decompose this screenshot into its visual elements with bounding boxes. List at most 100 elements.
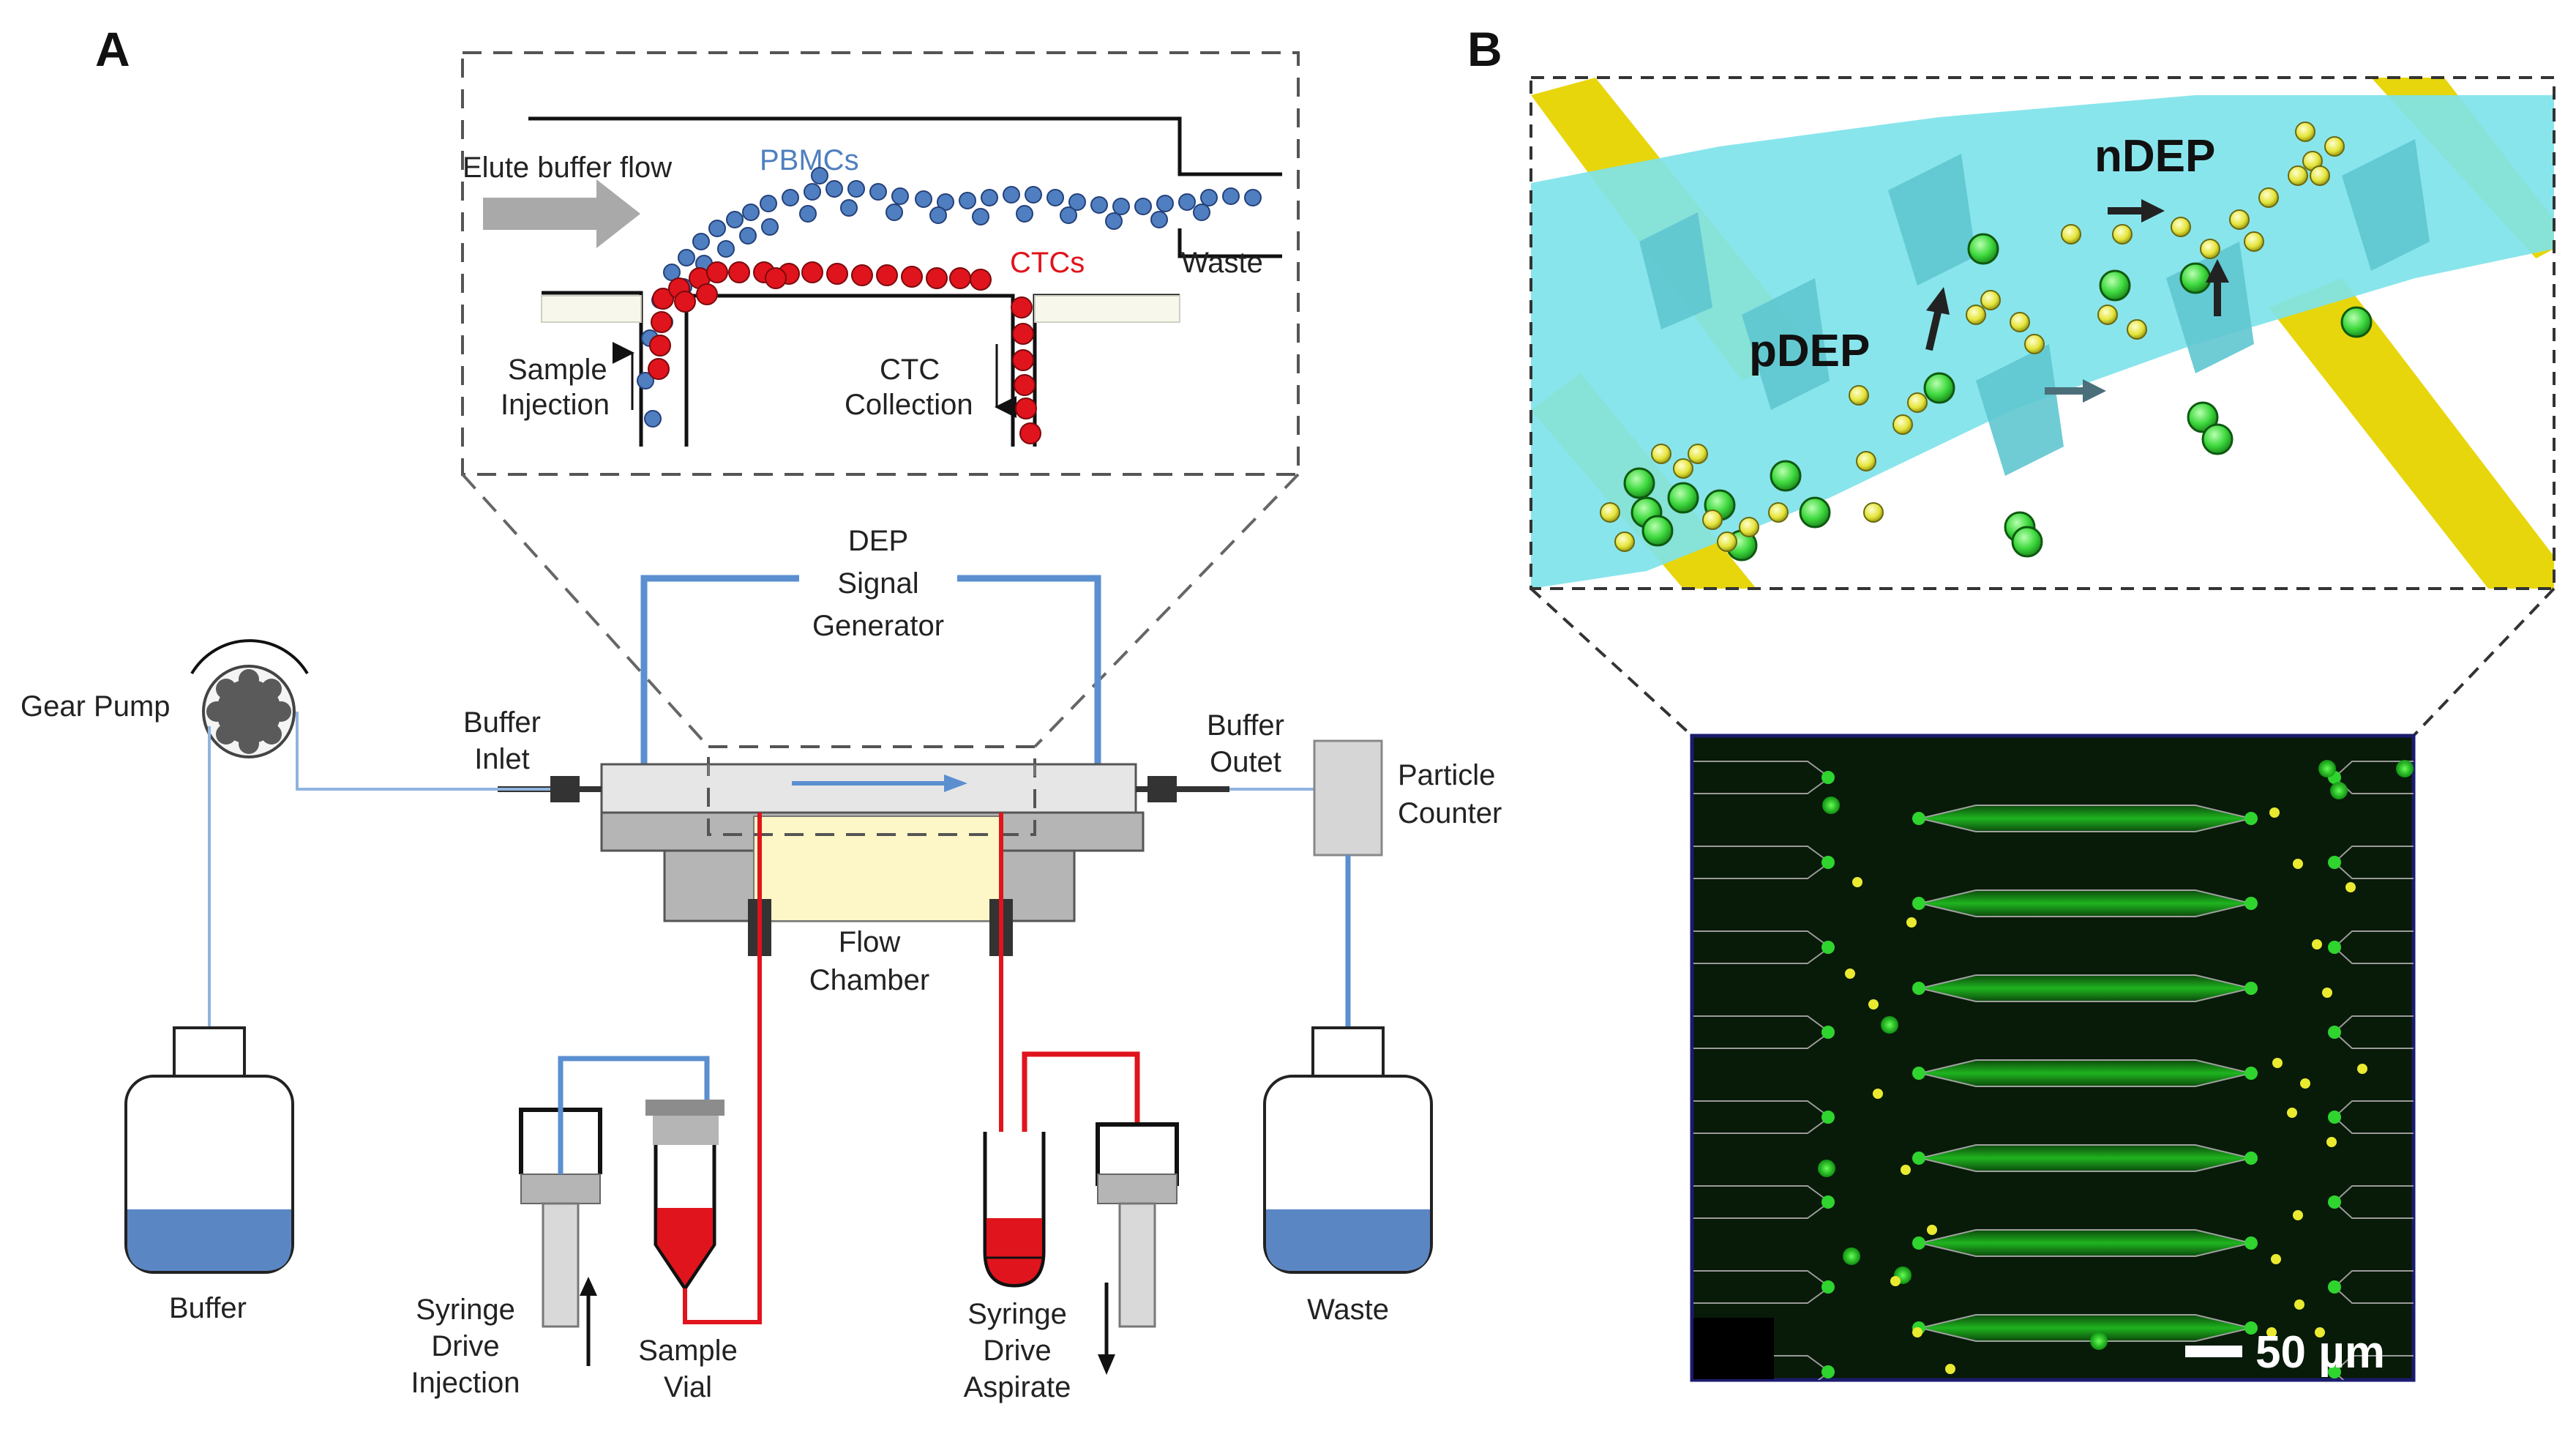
- aspirate-line: [1022, 1051, 1140, 1132]
- ctc-cell: [648, 358, 670, 380]
- electrode-fingers: [1693, 761, 2414, 1380]
- central-electrode-finger: [1920, 974, 2252, 1002]
- illustration-yellow-cell: [1739, 517, 1759, 537]
- injection-syringe-plunger: [520, 1174, 601, 1204]
- pbmc-cell: [1150, 211, 1168, 228]
- buffer-inlet-label-2: Inlet: [474, 743, 530, 775]
- ctc-label: CTCs: [1010, 247, 1085, 279]
- finger-tip-glow: [1821, 1280, 1835, 1294]
- illustration-green-cell: [2187, 401, 2219, 433]
- micrograph-yellow-cell: [1852, 877, 1862, 887]
- illustration-yellow-cell: [1966, 305, 1986, 325]
- ndep-label: nDEP: [2094, 131, 2215, 182]
- micrograph-yellow-cell: [2266, 1327, 2277, 1337]
- pbmc-cell: [760, 195, 777, 212]
- panel-a-label: A: [95, 22, 130, 76]
- illustration-yellow-cell: [2024, 334, 2045, 354]
- syringe-injection-label-1: Syringe: [416, 1294, 515, 1326]
- pbmc-cell: [1244, 189, 1262, 206]
- injection-syringe-rod: [542, 1202, 580, 1328]
- illustration-yellow-cell: [2324, 136, 2345, 157]
- micrograph-yellow-cell: [2272, 1058, 2283, 1068]
- illustration-green-cell: [1967, 233, 1999, 265]
- pdep-arrow: [1925, 305, 1943, 351]
- aspirate-syringe-rod: [1118, 1202, 1156, 1328]
- pbmc-cell: [717, 240, 735, 258]
- finger-tip-glow: [1912, 812, 1925, 825]
- dep-label-3: Generator: [812, 610, 944, 642]
- pbmc-cell: [782, 189, 799, 206]
- pbmc-cell: [692, 233, 710, 250]
- ctc-cell: [949, 267, 971, 289]
- flow-label: Elute buffer flow: [463, 152, 672, 184]
- buffer-bottle-label: Buffer: [169, 1292, 247, 1324]
- ctc-cell: [728, 261, 750, 283]
- finger-tip-glow: [2328, 1111, 2341, 1124]
- ndep-up-arrowhead: [2206, 259, 2229, 283]
- illustration-green-cell: [2340, 306, 2373, 338]
- finger-tip-glow: [1912, 1067, 1925, 1080]
- syringe-aspirate-label-3: Aspirate: [964, 1371, 1071, 1403]
- central-electrode-finger: [1920, 1314, 2252, 1342]
- channel-tooth-6: [1639, 212, 1712, 329]
- sample-vial-label-2: Vial: [664, 1371, 712, 1403]
- illustration-yellow-cell: [1980, 290, 2001, 310]
- ctc-cell: [901, 266, 923, 288]
- ctc-cell: [652, 288, 674, 310]
- micrograph-yellow-cell: [2293, 1210, 2303, 1220]
- ctc-cell: [674, 291, 696, 313]
- micrograph-green-cell: [1843, 1247, 1860, 1265]
- illustration-yellow-cell: [2097, 305, 2118, 325]
- micrograph-yellow-cell: [2315, 1327, 2325, 1337]
- pbmc-cell: [981, 189, 998, 206]
- pbmc-cell: [1193, 204, 1210, 221]
- channel-ledge-right: [1034, 295, 1180, 323]
- illustration-yellow-cell: [2310, 165, 2330, 186]
- system-schematic: DEP Signal Generator Flow Chamber: [20, 525, 1502, 1403]
- ctc-collection-label-2: Collection: [845, 389, 973, 421]
- ctc-cell: [649, 335, 671, 357]
- micrograph-yellow-cell: [2293, 859, 2303, 869]
- illustration-yellow-cell: [2229, 209, 2250, 230]
- pbmc-cell: [1046, 189, 1064, 206]
- ctc-collection-label-1: CTC: [880, 354, 940, 386]
- micrograph-yellow-cell: [1912, 1327, 1922, 1337]
- finger-tip-glow: [1821, 1111, 1835, 1124]
- micrograph-yellow-cell: [2357, 1064, 2367, 1074]
- micrograph-zoom-line-left: [1530, 587, 1693, 737]
- ctc-cell: [765, 267, 787, 289]
- pbmc-cell: [886, 204, 903, 221]
- micrograph-yellow-cell: [2322, 988, 2332, 998]
- waste-liquid: [1266, 1209, 1430, 1271]
- pbmc-cell: [708, 220, 726, 237]
- micrograph-yellow-cell: [2345, 882, 2356, 892]
- micrograph-yellow-cell: [1901, 1165, 1911, 1175]
- gear-pump-rotation-arc: [190, 639, 309, 675]
- micrograph-green-cell: [2396, 760, 2414, 777]
- illustration-green-cell: [1799, 496, 1831, 529]
- finger-tip-glow: [2328, 1195, 2341, 1209]
- illustration-yellow-cell: [2010, 312, 2030, 332]
- sample-vial-cap: [645, 1100, 724, 1116]
- illustration-yellow-cell: [1892, 414, 1913, 435]
- pbmc-cell: [761, 218, 779, 236]
- finger-tip-glow: [1821, 1195, 1835, 1209]
- pbmc-cell: [799, 205, 817, 223]
- waste-bottle-cap: [1311, 1026, 1385, 1078]
- finger-tip-glow: [1821, 1365, 1835, 1378]
- scale-bar-label: 50 µm: [2255, 1327, 2385, 1378]
- illustration-frame: [1530, 76, 2556, 590]
- ctc-cell: [706, 261, 728, 283]
- finger-tip-glow: [2244, 1236, 2258, 1250]
- channel-tooth-1: [1742, 278, 1830, 410]
- inset-waste-label: Waste: [1181, 247, 1263, 279]
- pbmc-cell: [1016, 205, 1033, 223]
- ctc-cell: [1015, 398, 1037, 419]
- ctc-cell: [876, 264, 898, 286]
- pbmc-cell: [726, 211, 744, 228]
- chamber-top-plate: [600, 763, 1137, 814]
- micrograph-yellow-cell: [2312, 939, 2322, 949]
- channel-tooth-2: [1888, 154, 1976, 286]
- illustration-yellow-cell: [2200, 239, 2220, 259]
- channel-ledge-left: [541, 295, 642, 323]
